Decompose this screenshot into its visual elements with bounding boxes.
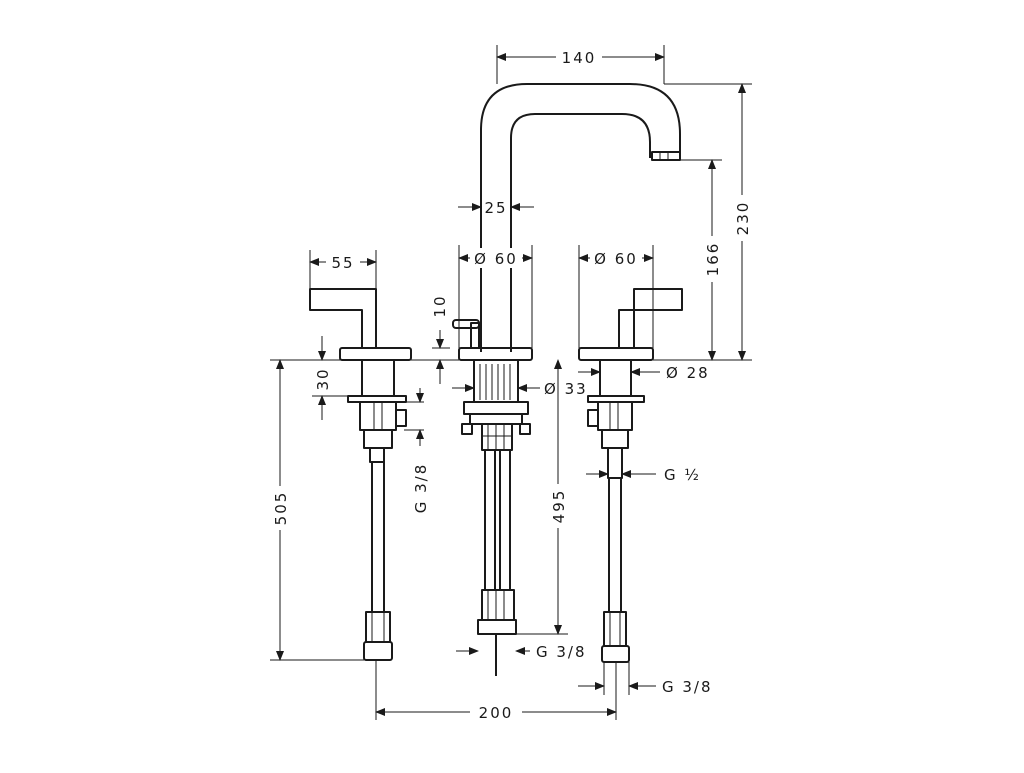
dim-hose-center: 495 bbox=[550, 359, 570, 635]
dim-handle-width-label: 55 bbox=[331, 254, 354, 272]
center-hoses bbox=[477, 449, 517, 676]
dim-handle-base: Ø 60 bbox=[578, 248, 654, 268]
dim-spout-height: 166 bbox=[704, 159, 724, 361]
dim-thread-right-bottom: G 3/8 bbox=[578, 678, 713, 696]
dim-handle-base-label: Ø 60 bbox=[594, 250, 638, 268]
dim-thread-left: G 3/8 bbox=[412, 388, 430, 513]
dim-spout-reach-label: 140 bbox=[562, 49, 597, 67]
dim-spout-base: Ø 60 bbox=[458, 248, 533, 268]
dim-thread-center-label: G 3/8 bbox=[536, 643, 587, 661]
dim-thread-left-label: G 3/8 bbox=[412, 463, 430, 514]
dim-thread-center: G 3/8 bbox=[456, 643, 587, 661]
dim-thread-right-bottom-label: G 3/8 bbox=[662, 678, 713, 696]
dim-spout-height-label: 166 bbox=[704, 242, 722, 277]
dim-spacing-label: 200 bbox=[479, 704, 514, 722]
dim-spacing: 200 bbox=[375, 702, 617, 722]
dim-handle-width: 55 bbox=[309, 252, 377, 272]
dim-pop-up-label: 10 bbox=[431, 294, 449, 317]
dim-thread-right-top: G ½ bbox=[586, 466, 701, 484]
dim-hole-center-label: Ø 33 bbox=[544, 380, 588, 398]
dim-spout-tube: 25 bbox=[458, 199, 534, 217]
dim-pop-up: 10 bbox=[431, 294, 449, 384]
dim-spout-tube-label: 25 bbox=[484, 199, 507, 217]
dim-hole-right-label: Ø 28 bbox=[666, 364, 710, 382]
spout-base bbox=[452, 319, 533, 451]
dim-hose-center-label: 495 bbox=[550, 489, 568, 524]
dim-spout-reach: 140 bbox=[496, 47, 665, 67]
spout bbox=[480, 83, 681, 352]
dim-hose-left: 505 bbox=[272, 359, 292, 661]
dim-spout-base-label: Ø 60 bbox=[474, 250, 518, 268]
dim-total-height-label: 230 bbox=[734, 201, 752, 236]
dim-handle-rise-label: 30 bbox=[314, 367, 332, 390]
dim-thread-right-top-label: G ½ bbox=[664, 466, 701, 484]
dim-hole-center: Ø 33 bbox=[452, 380, 588, 398]
dim-handle-rise: 30 bbox=[314, 336, 334, 420]
dim-hose-left-label: 505 bbox=[272, 491, 290, 526]
left-handle bbox=[309, 288, 412, 661]
dim-hole-right: Ø 28 bbox=[578, 364, 710, 382]
dim-total-height: 230 bbox=[734, 83, 754, 361]
right-handle bbox=[578, 288, 683, 663]
